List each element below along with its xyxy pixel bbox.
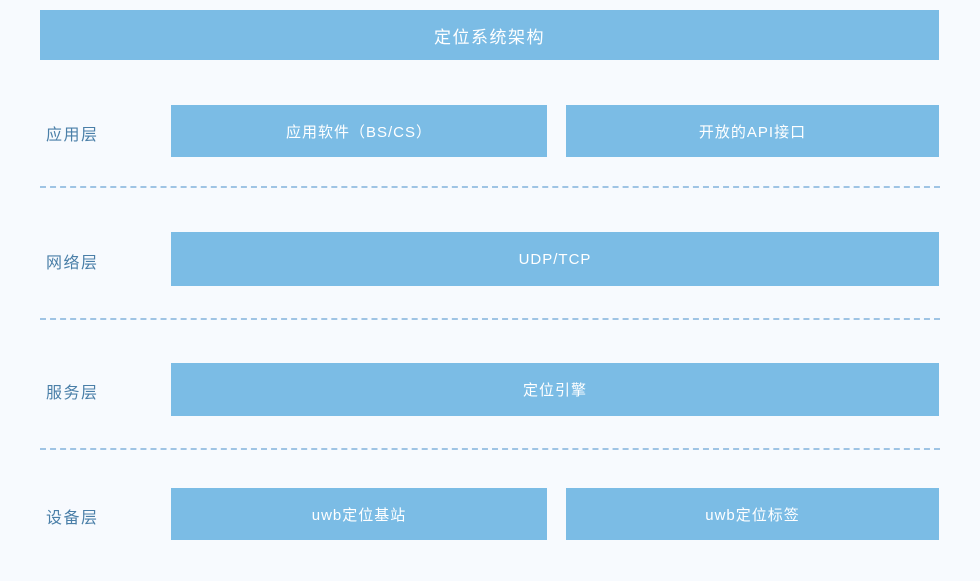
box-open-api-label: 开放的API接口 bbox=[698, 123, 807, 141]
layer-row-device: 设备层 uwb定位基站 uwb定位标签 bbox=[0, 488, 980, 540]
box-udp-tcp[interactable]: UDP/TCP bbox=[171, 232, 939, 286]
layer-label-device: 设备层 bbox=[46, 510, 99, 527]
box-uwb-base-station-label: uwb定位基站 bbox=[311, 506, 407, 524]
box-application-software[interactable]: 应用软件（BS/CS） bbox=[171, 105, 547, 157]
layer-row-application: 应用层 应用软件（BS/CS） 开放的API接口 bbox=[0, 105, 980, 157]
box-uwb-tag[interactable]: uwb定位标签 bbox=[566, 488, 939, 540]
divider-service-device bbox=[40, 448, 940, 450]
box-udp-tcp-label: UDP/TCP bbox=[518, 250, 592, 268]
diagram-title-banner: 定位系统架构 bbox=[40, 10, 939, 60]
box-uwb-base-station[interactable]: uwb定位基站 bbox=[171, 488, 547, 540]
box-application-software-label: 应用软件（BS/CS） bbox=[285, 123, 432, 141]
layer-label-application: 应用层 bbox=[46, 127, 99, 144]
divider-application-network bbox=[40, 186, 940, 188]
box-positioning-engine-label: 定位引擎 bbox=[522, 382, 587, 399]
diagram-title-text: 定位系统架构 bbox=[434, 27, 545, 47]
layer-label-service: 服务层 bbox=[46, 385, 99, 402]
box-positioning-engine[interactable]: 定位引擎 bbox=[171, 363, 939, 416]
box-uwb-tag-label: uwb定位标签 bbox=[705, 506, 800, 524]
divider-network-service bbox=[40, 318, 940, 320]
layer-label-network: 网络层 bbox=[46, 255, 99, 272]
layer-row-network: 网络层 UDP/TCP bbox=[0, 232, 980, 286]
layer-row-service: 服务层 定位引擎 bbox=[0, 363, 980, 416]
box-open-api[interactable]: 开放的API接口 bbox=[566, 105, 939, 157]
